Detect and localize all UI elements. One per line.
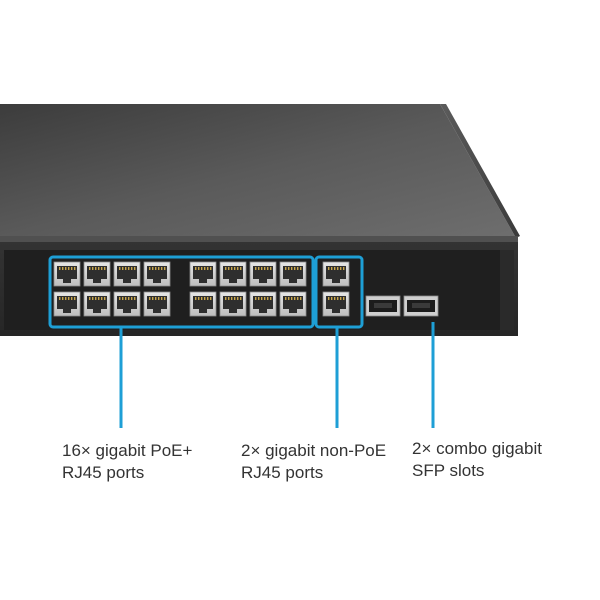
- highlight-frames: [48, 255, 364, 329]
- sfp-slots-label-line2: SFP slots: [412, 461, 485, 480]
- sfp-slots-label-line1: 2× combo gigabit: [412, 439, 542, 458]
- poe-port-6: [83, 291, 111, 317]
- poe-port-10: [219, 261, 247, 287]
- poe-port-16: [279, 291, 307, 317]
- poe-port-14: [219, 291, 247, 317]
- poe-ports-label-line2: RJ45 ports: [62, 463, 145, 482]
- rj45-ports: [53, 261, 350, 317]
- poe-port-9: [189, 261, 217, 287]
- nonpoe-ports-label-line1: 2× gigabit non-PoE: [241, 441, 387, 460]
- sfp-slot-1: [365, 295, 401, 317]
- switch-front-edge: [0, 236, 518, 242]
- switch-top-surface: [0, 104, 516, 238]
- poe-port-8: [143, 291, 171, 317]
- poe-port-12: [279, 261, 307, 287]
- poe-port-3: [113, 261, 141, 287]
- sfp-slot-2: [403, 295, 439, 317]
- nonpoe-ports-label-line2: RJ45 ports: [241, 463, 324, 482]
- nonpoe-port-1: [322, 261, 350, 287]
- switch-front-right-cap: [500, 250, 514, 330]
- nonpoe-port-2: [322, 291, 350, 317]
- poe-ports-highlight: [48, 255, 315, 329]
- poe-port-13: [189, 291, 217, 317]
- sfp-slots-label: 2× combo gigabit SFP slots: [412, 438, 542, 482]
- switch-side-surface: [440, 104, 520, 238]
- poe-port-2: [83, 261, 111, 287]
- poe-port-1: [53, 261, 81, 287]
- nonpoe-ports-highlight: [314, 255, 364, 329]
- poe-port-11: [249, 261, 277, 287]
- sfp-slots: [365, 295, 439, 317]
- poe-ports-label: 16× gigabit PoE+ RJ45 ports: [62, 440, 192, 484]
- nonpoe-ports-label: 2× gigabit non-PoE RJ45 ports: [241, 440, 386, 484]
- poe-port-15: [249, 291, 277, 317]
- poe-port-5: [53, 291, 81, 317]
- poe-port-4: [143, 261, 171, 287]
- poe-ports-label-line1: 16× gigabit PoE+: [62, 441, 193, 460]
- poe-port-7: [113, 291, 141, 317]
- callout-lines: [119, 322, 435, 428]
